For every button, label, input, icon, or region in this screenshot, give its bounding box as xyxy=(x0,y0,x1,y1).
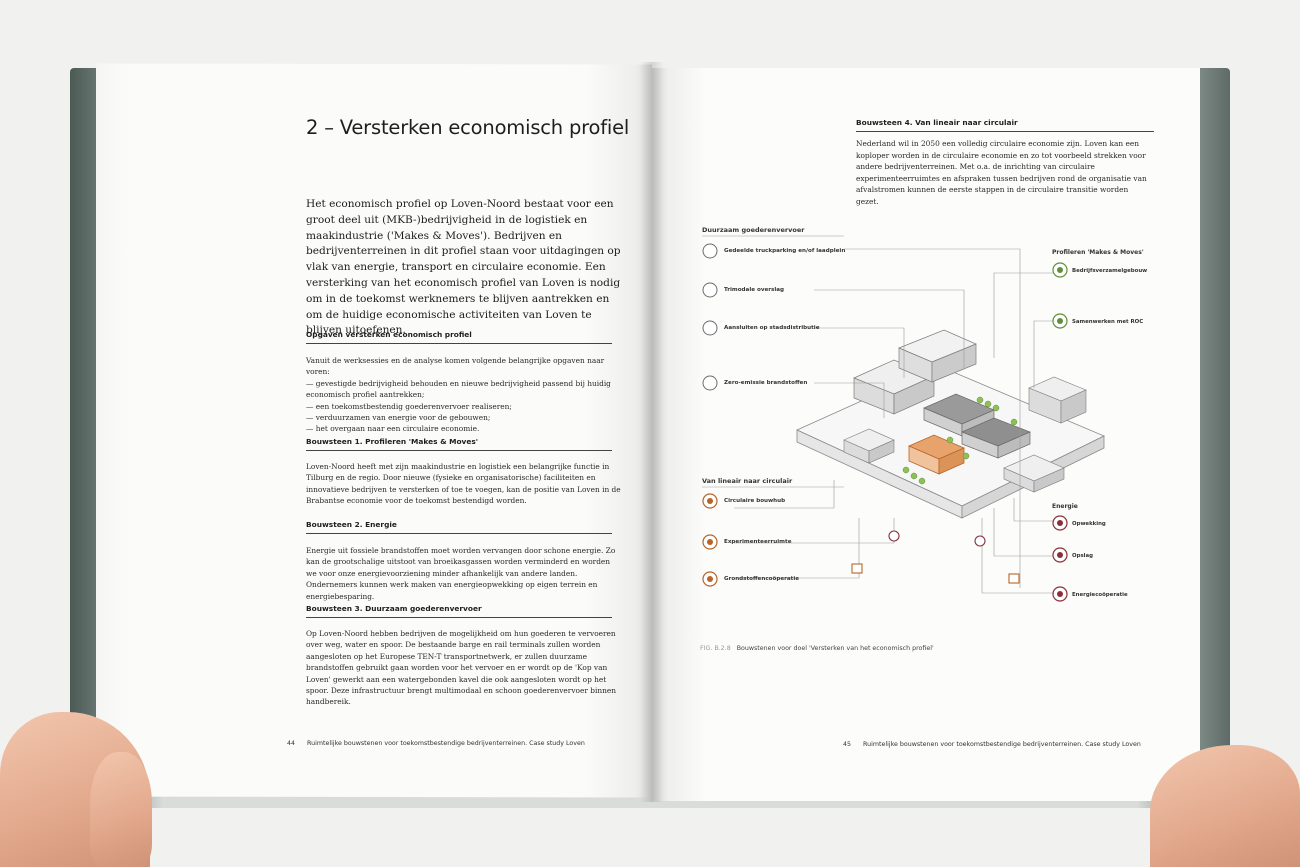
energie-item-1: Opwekking xyxy=(1072,521,1106,527)
right-hand xyxy=(1150,745,1300,867)
legend-energie: Energie Opwekking Opslag Energiecoöperat… xyxy=(1052,503,1128,602)
legend-makes-moves: Profileren 'Makes & Moves' Bedrijfsverza… xyxy=(1052,249,1147,329)
opgaven-list: Vanuit de werksessies en de analyse kome… xyxy=(306,355,616,435)
fuel-icon xyxy=(702,375,718,391)
goederen-item-4: Zero-emissie brandstoffen xyxy=(724,380,807,386)
legend-circulair: Van lineair naar circulair Circulaire bo… xyxy=(702,477,844,587)
list-item: een toekomstbestendig goederenvervoer re… xyxy=(306,401,616,412)
circulair-item-1: Circulaire bouwhub xyxy=(724,498,785,504)
left-footer: 44 Ruimtelijke bouwstenen voor toekomstbe… xyxy=(287,740,585,747)
legend-goederenvervoer: Duurzaam goederenvervoer Gedeelde truckp… xyxy=(702,226,845,391)
group-goederenvervoer-label: Duurzaam goederenvervoer xyxy=(702,226,805,234)
energie-item-3: Energiecoöperatie xyxy=(1072,592,1128,598)
bouwsteen-2-heading: Bouwsteen 2. Energie xyxy=(306,520,612,534)
site-markers xyxy=(851,530,1020,584)
bouwsteen-3-heading: Bouwsteen 3. Duurzaam goederenvervoer xyxy=(306,604,612,618)
circulair-item-2: Experimenteerruimte xyxy=(724,539,792,545)
bouwsteen-1-heading: Bouwsteen 1. Profileren 'Makes & Moves' xyxy=(306,437,612,451)
site-model xyxy=(796,329,1105,519)
bouwsteen-4-heading: Bouwsteen 4. Van lineair naar circulair xyxy=(856,118,1154,132)
list-item: het overgaan naar een circulaire economi… xyxy=(306,423,616,434)
goederen-item-3: Aansluiten op stadsdistributie xyxy=(724,325,820,331)
leader-lines xyxy=(734,248,1054,594)
group-makes-label: Profileren 'Makes & Moves' xyxy=(1052,249,1144,256)
intro-paragraph: Het economisch profiel op Loven-Noord be… xyxy=(306,198,621,337)
opgaven-heading: Opgaven versterken economisch profiel xyxy=(306,330,612,344)
list-item: gevestigde bedrijvigheid behouden en nie… xyxy=(306,378,616,401)
chapter-title: 2 – Versterken economisch profiel xyxy=(306,116,630,139)
makes-item-2: Samenwerken met ROC xyxy=(1072,319,1143,325)
page-number: 45 xyxy=(843,741,852,748)
figure-number: FIG. B.2.8 xyxy=(700,645,731,652)
right-footer: 45 Ruimtelijke bouwstenen voor toekomstbe… xyxy=(843,741,1141,748)
truck-icon xyxy=(702,243,718,259)
bouwsteen-3-text: Op Loven-Noord hebben bedrijven de mogel… xyxy=(306,629,616,707)
footer-text: Ruimtelijke bouwstenen voor toekomstbest… xyxy=(307,740,585,747)
left-thumb xyxy=(90,752,152,867)
group-circulair-label: Van lineair naar circulair xyxy=(702,477,793,485)
opgaven-lead: Vanuit de werksessies en de analyse kome… xyxy=(306,356,605,377)
box-icon xyxy=(702,320,718,336)
bouwsteen-2-text: Energie uit fossiele brandstoffen moet w… xyxy=(306,546,616,601)
energie-item-2: Opslag xyxy=(1072,553,1093,559)
isometric-diagram: Duurzaam goederenvervoer Gedeelde truckp… xyxy=(702,226,1147,602)
circulair-item-3: Grondstoffencoöperatie xyxy=(724,576,799,582)
bouwsteen-4-text: Nederland wil in 2050 een volledig circu… xyxy=(856,139,1147,206)
page-number: 44 xyxy=(287,740,296,747)
list-item: verduurzamen van energie voor de gebouwe… xyxy=(306,412,616,423)
footer-text: Ruimtelijke bouwstenen voor toekomstbest… xyxy=(863,741,1141,748)
goederen-item-1: Gedeelde truckparking en/of laadplein xyxy=(724,248,845,254)
group-energie-label: Energie xyxy=(1052,503,1078,510)
goederen-item-2: Trimodale overslag xyxy=(724,287,784,293)
makes-item-1: Bedrijfsverzamelgebouw xyxy=(1072,268,1147,274)
figure-caption: FIG. B.2.8 Bouwstenen voor doel 'Versterk… xyxy=(700,645,934,652)
book-gutter xyxy=(640,62,664,802)
crane-icon xyxy=(702,282,718,298)
bouwsteen-1-text: Loven-Noord heeft met zijn maakindustrie… xyxy=(306,462,621,506)
caption-text: Bouwstenen voor doel 'Versterken van het… xyxy=(736,645,934,652)
